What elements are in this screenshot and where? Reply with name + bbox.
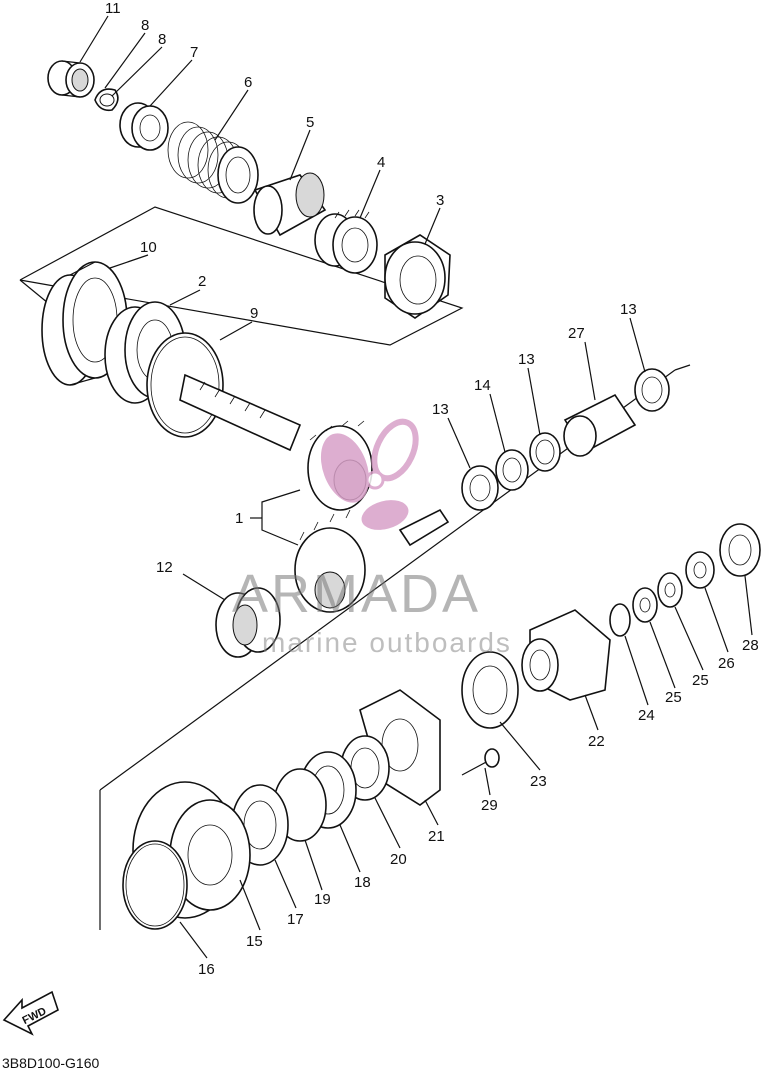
callout-6: 6 bbox=[244, 74, 252, 91]
callout-3: 3 bbox=[436, 192, 444, 209]
nut-26 bbox=[685, 551, 715, 589]
spacer-13-c bbox=[634, 368, 670, 412]
washer-7 bbox=[119, 102, 169, 151]
brand-watermark: ARMADA marine outboards bbox=[232, 418, 512, 658]
callout-25-b: 25 bbox=[692, 672, 709, 689]
fwd-arrow-icon: FWD bbox=[2, 990, 59, 1036]
callout-13-b: 13 bbox=[518, 351, 535, 368]
bevel-gear-1 bbox=[294, 508, 450, 613]
callout-5: 5 bbox=[306, 114, 314, 131]
callout-15: 15 bbox=[246, 933, 263, 950]
callout-18: 18 bbox=[354, 874, 371, 891]
callout-12: 12 bbox=[156, 559, 173, 576]
pinion-gear-4 bbox=[314, 209, 378, 274]
callout-24: 24 bbox=[638, 707, 655, 724]
callout-19: 19 bbox=[314, 891, 331, 908]
callout-10: 10 bbox=[140, 239, 157, 256]
spacer-13-a bbox=[461, 465, 499, 511]
watermark-tagline: marine outboards bbox=[262, 627, 512, 658]
callout-1: 1 bbox=[235, 510, 243, 527]
callout-26: 26 bbox=[718, 655, 735, 672]
bolt-29 bbox=[461, 748, 500, 776]
callout-4: 4 bbox=[377, 154, 385, 171]
callout-23: 23 bbox=[530, 773, 547, 790]
callout-13-a: 13 bbox=[432, 401, 449, 418]
watermark-brand: ARMADA bbox=[232, 564, 481, 624]
nut-3 bbox=[384, 234, 451, 319]
callout-29: 29 bbox=[481, 797, 498, 814]
callout-8-b: 8 bbox=[158, 31, 166, 48]
dog-clutch-10 bbox=[41, 261, 128, 386]
callout-22: 22 bbox=[588, 733, 605, 750]
o-ring-16 bbox=[122, 840, 188, 930]
propeller-logo-icon bbox=[320, 418, 419, 530]
washer-25-a bbox=[632, 587, 658, 623]
yoke-22 bbox=[521, 609, 611, 701]
gear-23 bbox=[461, 651, 519, 729]
callout-13-c: 13 bbox=[620, 301, 637, 318]
needle-bearing-11 bbox=[47, 60, 95, 98]
sleeve-5 bbox=[253, 172, 327, 237]
callout-labels: 1 2 3 4 5 6 7 8 8 9 10 11 12 13 13 13 14… bbox=[105, 0, 759, 978]
washer-25-b bbox=[657, 572, 683, 608]
callout-20: 20 bbox=[390, 851, 407, 868]
spring-6 bbox=[167, 121, 259, 204]
callout-16: 16 bbox=[198, 961, 215, 978]
callout-9: 9 bbox=[250, 305, 258, 322]
callout-25-a: 25 bbox=[665, 689, 682, 706]
roller-bearing-12 bbox=[215, 587, 281, 658]
group-outline-upper bbox=[19, 206, 464, 346]
callout-bracket-1 bbox=[250, 489, 301, 546]
leader-lines bbox=[79, 15, 753, 959]
washer-24 bbox=[609, 603, 631, 637]
callout-28: 28 bbox=[742, 637, 759, 654]
callout-7: 7 bbox=[190, 44, 198, 61]
collar-27 bbox=[563, 393, 637, 457]
callout-2: 2 bbox=[198, 273, 206, 290]
circlip-8 bbox=[94, 88, 119, 112]
callout-21: 21 bbox=[428, 828, 445, 845]
callout-27: 27 bbox=[568, 325, 585, 342]
callout-17: 17 bbox=[287, 911, 304, 928]
cap-28 bbox=[719, 523, 761, 577]
diagram-code: 3B8D100-G160 bbox=[2, 1055, 100, 1071]
callout-11: 11 bbox=[105, 0, 121, 17]
callout-8-a: 8 bbox=[141, 17, 149, 34]
spacer-13-b bbox=[529, 432, 561, 472]
callout-14: 14 bbox=[474, 377, 491, 394]
bearing-14 bbox=[495, 449, 529, 491]
